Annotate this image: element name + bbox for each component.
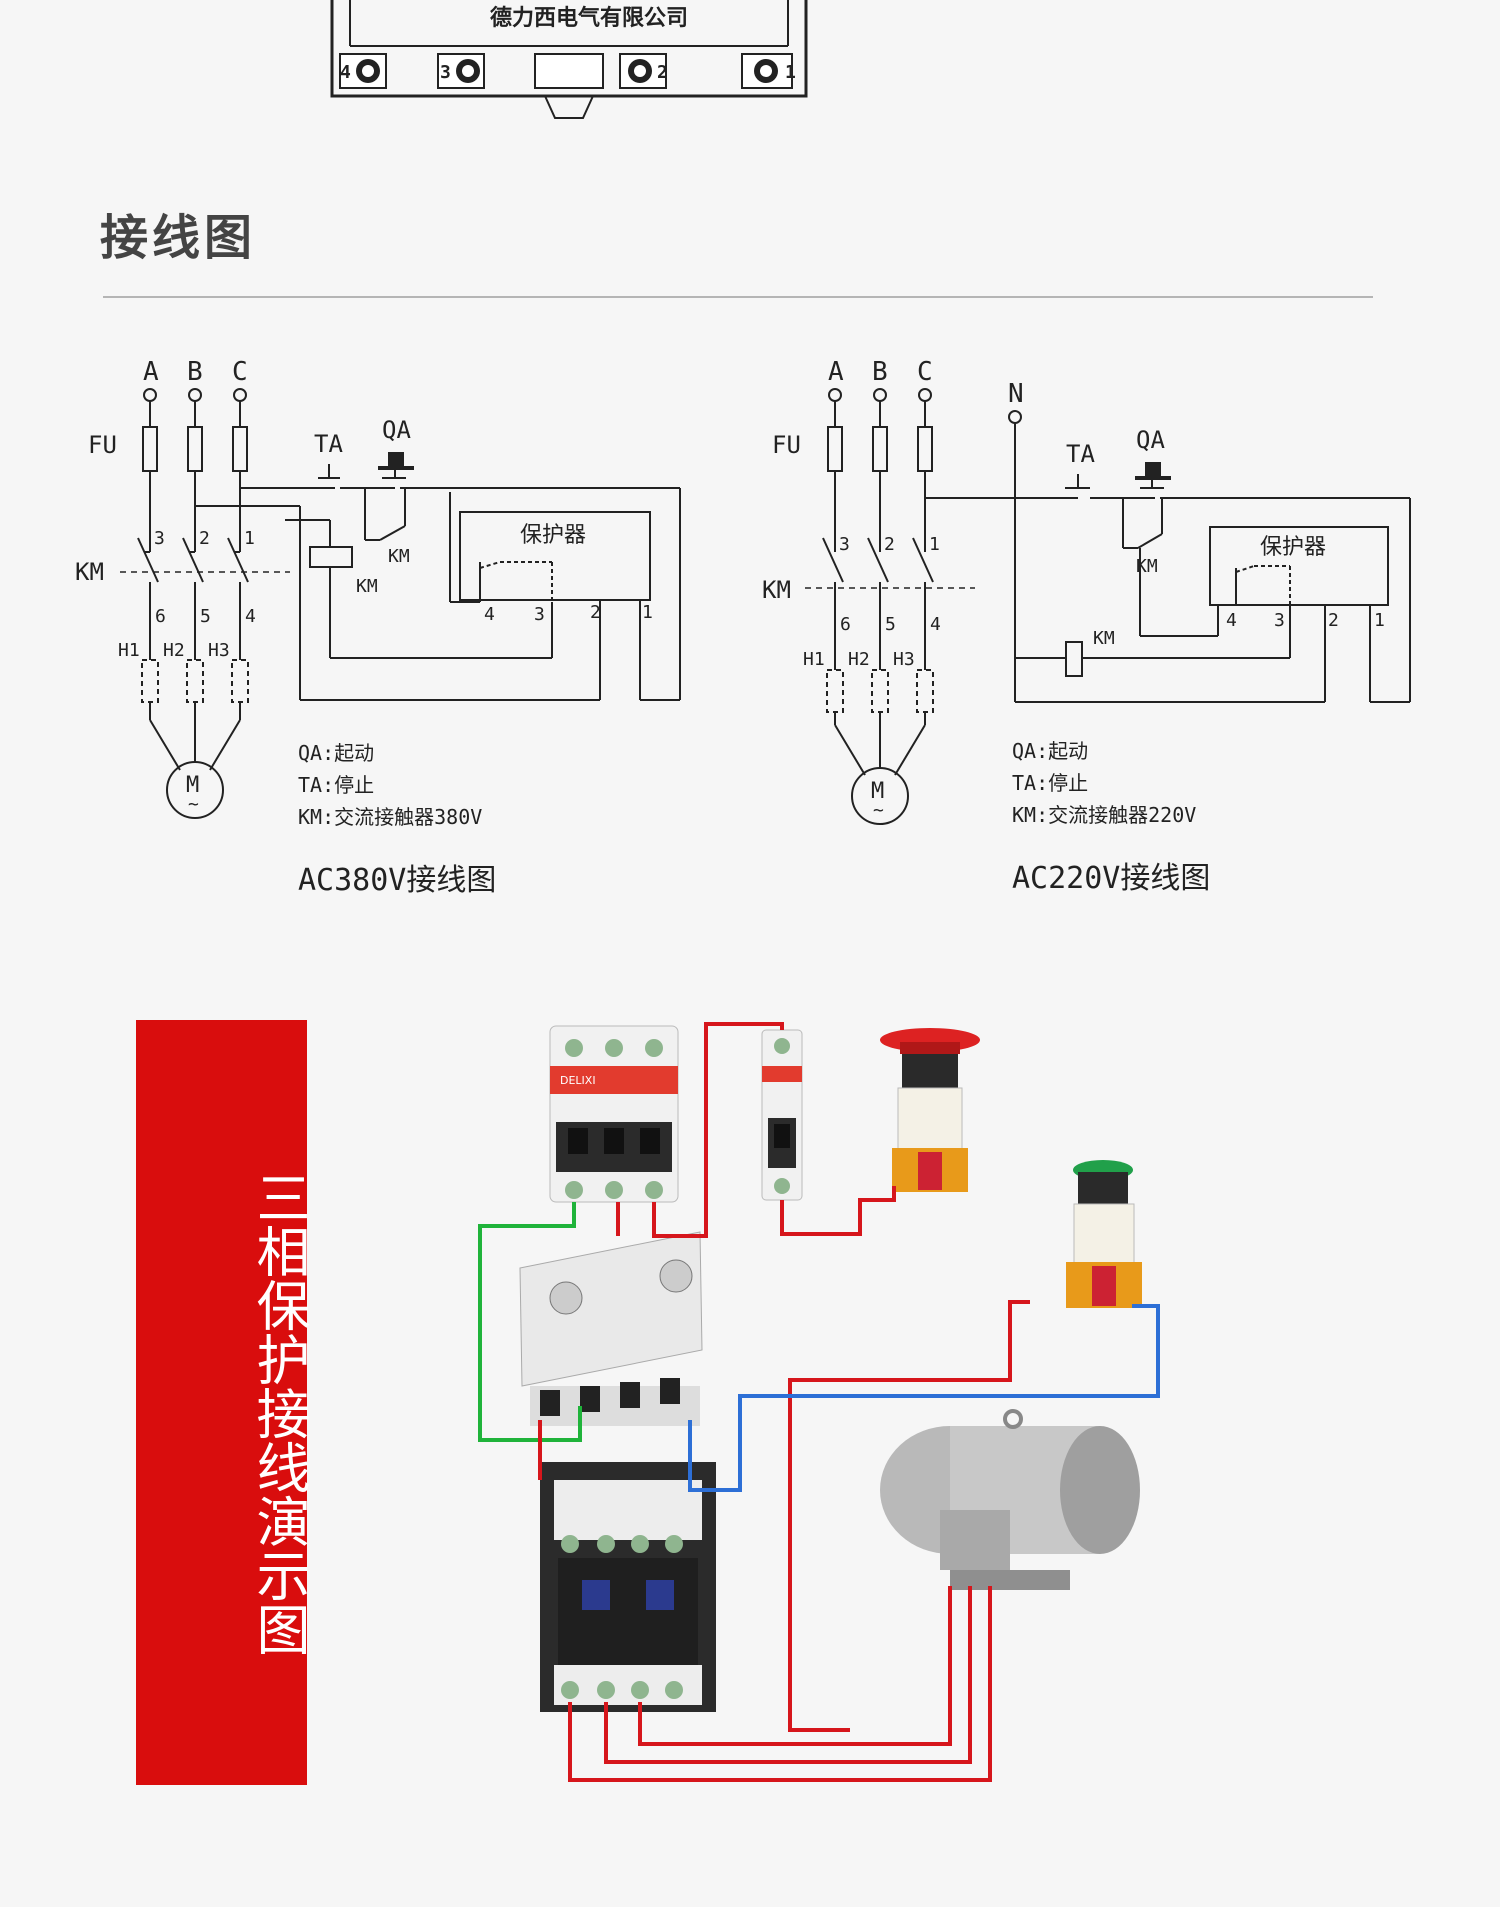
contact-bottom-5: 5 [885, 614, 896, 635]
km-label: KM [75, 558, 104, 586]
diagram-caption-220: AC220V接线图 [1012, 861, 1210, 896]
qa-label: QA [1136, 426, 1165, 454]
phase-b-label: B [872, 357, 888, 387]
protector-device-drawing: 德力西电气有限公司 4 3 2 1 [330, 0, 808, 119]
device-company-text: 德力西电气有限公司 [490, 5, 688, 31]
breaker-brand: DELIXI [560, 1074, 596, 1087]
motor-ac-symbol: ~ [873, 800, 884, 821]
legend-ta: TA:停止 [1012, 771, 1088, 795]
km-aux-label: KM [1136, 556, 1158, 577]
motor-label: M [186, 773, 199, 798]
ta-label: TA [1066, 440, 1095, 468]
section-divider [103, 296, 1373, 298]
contact-top-1: 1 [929, 534, 940, 555]
protector-pin-3: 3 [534, 604, 545, 625]
contact-top-2: 2 [884, 534, 895, 555]
device-terminal-3: 3 [440, 62, 451, 83]
wiring-diagram-220v: A B C N FU KM TA QA 保护器 KM KM 3 2 1 6 5 … [762, 357, 1411, 896]
protector-pin-1: 1 [642, 602, 653, 623]
phase-b-label: B [187, 357, 203, 387]
phase-c-label: C [232, 357, 248, 387]
wiring-diagram-380v: A B C FU KM TA QA 保护器 KM KM 3 2 1 6 5 4 … [75, 357, 681, 898]
diagram-caption-380: AC380V接线图 [298, 863, 496, 898]
sensor-h2: H2 [163, 640, 185, 661]
qa-label: QA [382, 416, 411, 444]
device-terminal-4: 4 [340, 62, 351, 83]
km-label: KM [762, 576, 791, 604]
ac-contactor [540, 1462, 716, 1712]
sensor-h3: H3 [208, 640, 230, 661]
device-terminal-1: 1 [785, 62, 796, 83]
section-title: 接线图 [100, 210, 257, 266]
contact-top-2: 2 [199, 528, 210, 549]
demo-banner: 三相保护接线演示图 [136, 1020, 310, 1785]
sensor-h2: H2 [848, 649, 870, 670]
start-button-green [1066, 1160, 1142, 1308]
ta-label: TA [314, 430, 343, 458]
contact-bottom-4: 4 [930, 614, 941, 635]
km-coil-label: KM [1093, 628, 1115, 649]
banner-title: 三相保护接线演示图 [247, 1170, 310, 1656]
phase-c-label: C [917, 357, 933, 387]
contact-bottom-6: 6 [840, 614, 851, 635]
protector-label: 保护器 [520, 523, 586, 548]
contact-bottom-4: 4 [245, 606, 256, 627]
protector-pin-2: 2 [1328, 610, 1339, 631]
motor-label: M [871, 779, 884, 804]
km-coil-label: KM [356, 576, 378, 597]
phase-a-label: A [828, 357, 844, 387]
fuse-label: FU [772, 431, 801, 459]
fuse-label: FU [88, 431, 117, 459]
legend-qa: QA:起动 [298, 741, 374, 765]
protector-pin-3: 3 [1274, 610, 1285, 631]
protector-label: 保护器 [1260, 535, 1326, 560]
contact-top-1: 1 [244, 528, 255, 549]
legend-ta: TA:停止 [298, 773, 374, 797]
sensor-h1: H1 [803, 649, 825, 670]
motor-protector-device [519, 1231, 703, 1426]
motor-ac-symbol: ~ [188, 794, 199, 815]
protector-pin-2: 2 [590, 602, 601, 623]
neutral-label: N [1008, 379, 1024, 409]
legend-qa: QA:起动 [1012, 739, 1088, 763]
wiring-demo-illustration: DELIXI [478, 1022, 1160, 1782]
sensor-h1: H1 [118, 640, 140, 661]
contact-bottom-5: 5 [200, 606, 211, 627]
protector-pin-1: 1 [1374, 610, 1385, 631]
device-terminal-2: 2 [657, 62, 668, 83]
phase-a-label: A [143, 357, 159, 387]
stop-button-red [880, 1028, 980, 1192]
single-pole-breaker [761, 1029, 803, 1201]
km-aux-label: KM [388, 546, 410, 567]
legend-km: KM:交流接触器220V [1012, 803, 1196, 827]
three-pole-breaker: DELIXI [549, 1025, 679, 1203]
sensor-h3: H3 [893, 649, 915, 670]
legend-km: KM:交流接触器380V [298, 805, 482, 829]
protector-pin-4: 4 [1226, 610, 1237, 631]
protector-pin-4: 4 [484, 604, 495, 625]
three-phase-motor [880, 1409, 1140, 1590]
contact-bottom-6: 6 [155, 606, 166, 627]
contact-top-3: 3 [154, 528, 165, 549]
contact-top-3: 3 [839, 534, 850, 555]
